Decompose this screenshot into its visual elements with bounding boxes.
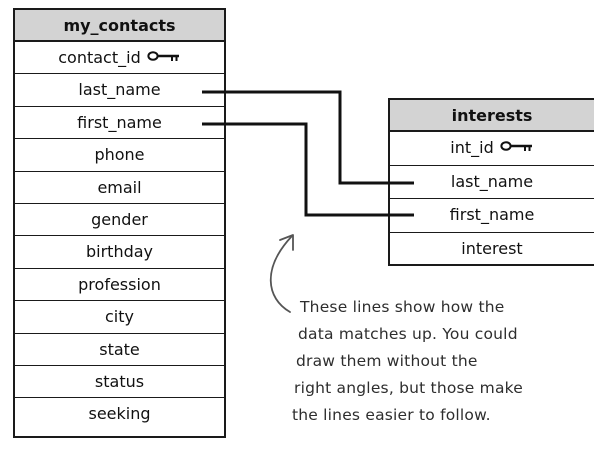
column-email: email xyxy=(15,172,224,204)
column-seeking: seeking xyxy=(88,404,151,424)
annotation-line: draw them without the xyxy=(296,352,478,370)
column-contact-id: contact_id xyxy=(15,41,224,75)
column-city: city xyxy=(15,301,224,334)
table-my-contacts: my_contacts contact_id last_name first_n… xyxy=(13,8,226,438)
column-profession: profession xyxy=(15,269,224,302)
column-label: int_id xyxy=(450,138,494,157)
annotation-note: These lines show how the data matches up… xyxy=(292,294,592,429)
table-interests: interests int_id last_name first_name in… xyxy=(388,98,594,266)
annotation-line: the lines easier to follow. xyxy=(292,406,491,424)
table-title: my_contacts xyxy=(15,10,224,42)
annotation-line: right angles, but those make xyxy=(294,379,524,397)
column-label: contact_id xyxy=(58,48,141,67)
connector-first-name xyxy=(202,122,414,217)
column-first-name: first_name xyxy=(15,107,224,140)
column-first-name: first_name xyxy=(390,199,594,233)
column-last-name: last_name xyxy=(390,166,594,199)
column-phone: phone xyxy=(15,139,224,172)
column-interest: interest xyxy=(461,238,523,258)
table-title: interests xyxy=(390,100,594,132)
column-birthday: birthday xyxy=(15,236,224,269)
annotation-line: These lines show how the xyxy=(300,298,505,316)
key-icon xyxy=(500,131,534,163)
connector-last-name xyxy=(202,90,414,185)
column-gender: gender xyxy=(15,204,224,237)
column-int-id: int_id xyxy=(390,132,594,166)
key-icon xyxy=(147,41,181,73)
column-state: state xyxy=(15,334,224,366)
column-last-name: last_name xyxy=(15,74,224,107)
annotation-line: data matches up. You could xyxy=(298,325,518,343)
column-status: status xyxy=(15,366,224,399)
